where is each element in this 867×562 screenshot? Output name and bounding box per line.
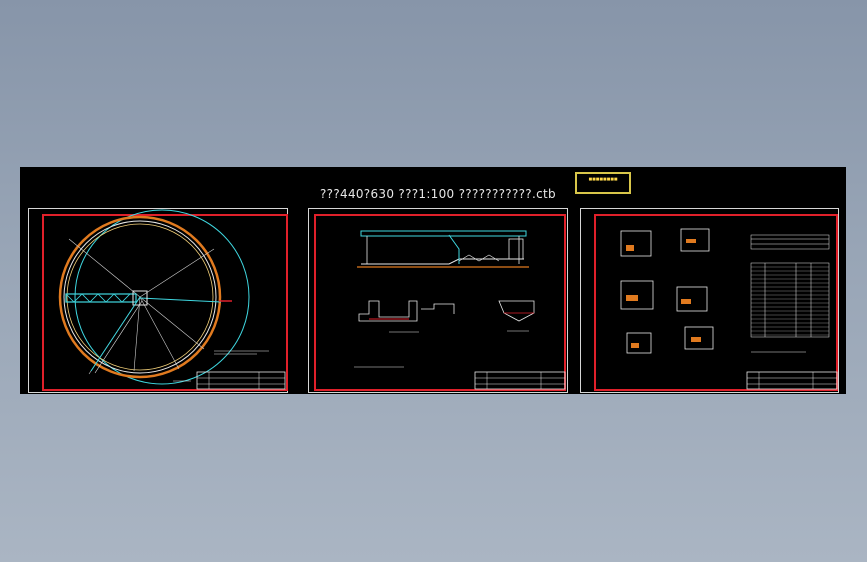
details-drawing <box>594 214 838 391</box>
logo-stamp: ■■■■■■■■ <box>575 172 631 194</box>
drawing-title: ???440?630 ???1:100 ???????????.ctb <box>320 187 556 201</box>
plan-sheet[interactable] <box>28 208 288 393</box>
plan-drawing <box>42 209 288 391</box>
section-drawing <box>314 214 566 391</box>
stamp-text: ■■■■■■■■ <box>588 177 618 183</box>
section-sheet[interactable] <box>308 208 568 393</box>
details-sheet[interactable] <box>580 208 839 393</box>
